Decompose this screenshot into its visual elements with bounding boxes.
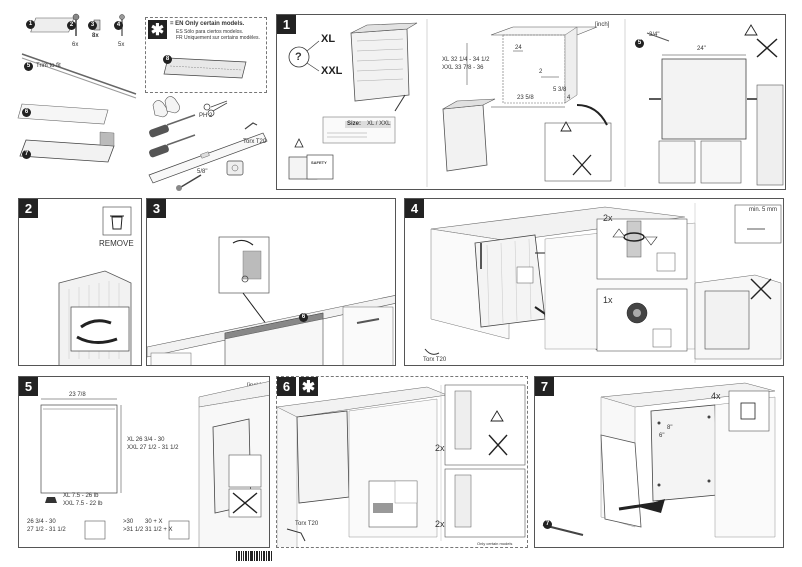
step-4-1x: 1x bbox=[603, 295, 613, 305]
step-4-number: 4 bbox=[405, 199, 424, 218]
step-6-drawing bbox=[277, 384, 526, 547]
step-3-part-6-marker: 6 bbox=[299, 313, 308, 322]
legend-box: ✱ = EN Only certain models. ES Sólo para… bbox=[145, 17, 267, 93]
tools-drawing bbox=[148, 96, 268, 191]
step-7-part-7-marker: 7 bbox=[543, 520, 552, 529]
step-1-dim-4: 4 bbox=[567, 95, 571, 101]
step-1-drawing bbox=[288, 19, 784, 187]
step-1-size-value: XL / XXL bbox=[367, 121, 391, 127]
step-6-2x-b: 2x bbox=[435, 519, 445, 529]
tool-torx: Torx T20 bbox=[243, 139, 267, 145]
step-5-ref-3: >30 bbox=[123, 519, 134, 525]
step-2-drawing bbox=[58, 206, 132, 365]
step-3-number: 3 bbox=[147, 199, 166, 218]
legend-fr: FR Uniquement sur certains modèles. bbox=[176, 35, 260, 41]
parts-area: 1 2 6x 3 8x 4 5x 5 Trim to fit 6 7 bbox=[17, 12, 142, 187]
step-1-question: ? bbox=[295, 51, 302, 63]
step-4-panel: 4 2x 1x Torx T20 min. 5 mm bbox=[404, 198, 784, 366]
step-1-dim-2: 2 bbox=[539, 69, 543, 75]
step-4-torx: Torx T20 bbox=[423, 357, 447, 363]
part-3-qty: 8x bbox=[92, 33, 99, 39]
step-5-width: 23 7/8 bbox=[69, 392, 86, 398]
step-5-ref-2: 27 1/2 - 31 1/2 bbox=[27, 527, 66, 533]
step-7-dim-6: 6" bbox=[659, 433, 665, 439]
step-1-dim-xxl: XXL 33 7/8 - 36 bbox=[442, 65, 484, 71]
part-2-qty: 6x bbox=[72, 42, 79, 48]
step-4-2x: 2x bbox=[603, 213, 613, 223]
part-4-qty: 5x bbox=[118, 42, 125, 48]
tools-area: PH 2 Torx T20 5/8" bbox=[145, 95, 273, 191]
part-4-marker: 4 bbox=[114, 21, 123, 30]
step-6-star: ✱ bbox=[299, 377, 318, 396]
barcode bbox=[236, 551, 272, 561]
step-7-drawing bbox=[542, 382, 776, 538]
step-7-4x: 4x bbox=[711, 391, 721, 401]
part-5-marker: 5 bbox=[24, 62, 33, 71]
step-5-ref-1: 26 3/4 - 30 bbox=[27, 519, 56, 525]
legend-es: ES Sólo para ciertos modelos. bbox=[176, 29, 244, 35]
step-2-number: 2 bbox=[19, 199, 38, 218]
step-5-number: 5 bbox=[19, 377, 38, 396]
step-5-panel: 5 [inch] 23 7/8 XL 26 3/4 - 30 XXL 27 1/… bbox=[18, 376, 270, 548]
part-8-drawing bbox=[163, 57, 247, 79]
step-1-size-label: Size: bbox=[347, 121, 362, 127]
step-1-part-5-marker: 5 bbox=[635, 39, 644, 48]
parts-drawing bbox=[17, 13, 137, 163]
step-1-dim-24: 24 bbox=[515, 45, 522, 51]
step-7-panel: 7 7 4x 6" 8" bbox=[534, 376, 784, 548]
step-5-xl-weight: XL 7.5 - 26 lb bbox=[63, 493, 99, 499]
step-1-safety: SAFETY bbox=[311, 160, 327, 165]
part-7-marker: 7 bbox=[22, 150, 31, 159]
step-6-panel: 6 ✱ Torx T20 2x 2x Only certain models bbox=[276, 376, 528, 548]
step-6-number: 6 bbox=[277, 377, 296, 396]
part-3-marker: 3 bbox=[88, 21, 97, 30]
step-1-unit: [inch] bbox=[595, 22, 610, 28]
step-5-ref-6: 31 1/2 + X bbox=[145, 527, 173, 533]
step-6-only-certain: Only certain models bbox=[477, 541, 513, 546]
step-4-min: min. 5 mm bbox=[749, 207, 778, 213]
step-2-remove: REMOVE bbox=[99, 239, 134, 248]
part-1-marker: 1 bbox=[26, 20, 35, 29]
step-1-dim-34: 3/4" bbox=[649, 32, 660, 38]
step-7-number: 7 bbox=[535, 377, 554, 396]
step-5-drawing bbox=[40, 381, 269, 547]
part-8-marker: 8 bbox=[163, 55, 172, 64]
step-5-ref-5: 30 + X bbox=[145, 519, 163, 525]
step-1-panel: 1 [inch] bbox=[276, 14, 786, 190]
step-5-ref-4: >31 1/2 bbox=[123, 527, 144, 533]
step-4-drawing bbox=[424, 203, 782, 363]
step-3-drawing bbox=[147, 236, 395, 365]
step-5-xxl-height: XXL 27 1/2 - 31 1/2 bbox=[127, 445, 179, 451]
step-3-panel: 3 6 bbox=[146, 198, 396, 366]
step-1-dim-2358: 23 5/8 bbox=[517, 95, 534, 101]
step-7-dim-8: 8" bbox=[667, 425, 673, 431]
step-1-dim-538: 5 3/8 bbox=[553, 87, 567, 93]
legend-en: = EN Only certain models. bbox=[170, 21, 245, 27]
step-1-xxl: XXL bbox=[321, 65, 343, 77]
step-5-xxl-weight: XXL 7.5 - 22 lb bbox=[63, 501, 103, 507]
step-6-2x-a: 2x bbox=[435, 443, 445, 453]
tool-size: 5/8" bbox=[197, 169, 208, 175]
step-6-torx: Torx T20 bbox=[295, 521, 319, 527]
step-1-dim-xl: XL 32 1/4 - 34 1/2 bbox=[442, 57, 490, 63]
step-1-number: 1 bbox=[277, 15, 296, 34]
tool-ph2: PH 2 bbox=[199, 113, 213, 119]
step-1-dim-24b: 24" bbox=[697, 46, 706, 52]
trim-label: Trim to fit bbox=[36, 63, 61, 69]
part-2-marker: 2 bbox=[67, 21, 76, 30]
star-marker: ✱ bbox=[148, 20, 167, 39]
part-6-marker: 6 bbox=[22, 108, 31, 117]
step-2-panel: 2 REMOVE bbox=[18, 198, 142, 366]
step-1-xl: XL bbox=[321, 33, 336, 45]
step-5-xl-height: XL 26 3/4 - 30 bbox=[127, 437, 165, 443]
